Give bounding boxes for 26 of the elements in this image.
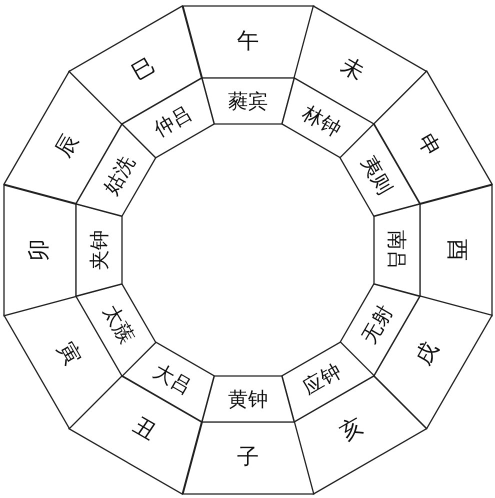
pitch-label: 太蔟 <box>100 302 138 347</box>
pitch-label: 姑洗 <box>100 153 138 198</box>
pitch-label: 无射 <box>358 302 396 347</box>
pitch-label: 大吕 <box>151 360 196 398</box>
ring-segment <box>340 124 420 216</box>
branch-label: 酉 <box>445 238 467 261</box>
branch-label: 子 <box>236 447 259 469</box>
branch-label: 未 <box>336 54 367 85</box>
pitch-label: 林钟 <box>300 102 345 140</box>
pitch-label: 黄钟 <box>228 389 268 409</box>
branch-label: 申 <box>413 130 444 161</box>
pitch-label: 应钟 <box>300 360 345 398</box>
pitch-label: 南吕 <box>387 230 407 270</box>
branch-label: 巳 <box>128 54 159 85</box>
ring-segment <box>122 78 214 158</box>
pitch-label: 夷则 <box>358 153 396 198</box>
branch-label: 丑 <box>128 415 159 446</box>
branch-label: 寅 <box>52 338 83 369</box>
branch-label: 戌 <box>413 338 444 369</box>
branch-label: 亥 <box>336 415 367 446</box>
pitch-label: 蕤宾 <box>228 91 268 111</box>
branch-label: 午 <box>236 31 259 53</box>
branch-label: 卯 <box>29 238 51 261</box>
pitch-label: 仲吕 <box>151 102 196 140</box>
branch-label: 辰 <box>52 130 83 161</box>
pitch-label: 夹钟 <box>89 230 109 270</box>
